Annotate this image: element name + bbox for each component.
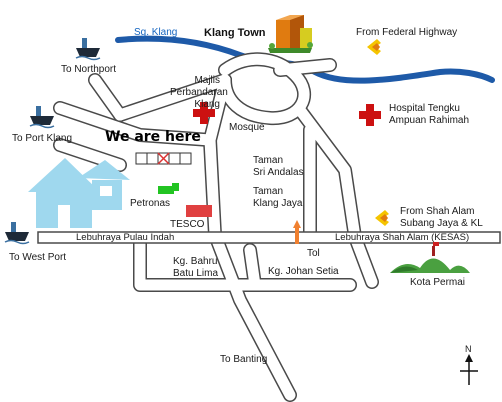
toll-arrow-icon xyxy=(293,220,301,228)
banting-label: To Banting xyxy=(220,354,268,365)
taman-klang-jaya-label: Taman Klang Jaya xyxy=(253,186,303,209)
port-klang-label: To Port Klang xyxy=(12,133,73,144)
shah-alam-arrow-icon xyxy=(375,210,389,226)
north-label: N xyxy=(465,344,472,354)
westport-ship-icon xyxy=(4,222,30,245)
north-arrow-icon xyxy=(460,354,478,385)
river-label: Sg. Klang xyxy=(134,27,178,38)
kg-johan-setia-label: Kg. Johan Setia xyxy=(268,266,339,277)
roads-fill xyxy=(54,53,378,401)
west-port-label: To West Port xyxy=(9,252,67,263)
petronas-label: Petronas xyxy=(130,198,171,209)
majlis-label: Majlis Perbandaran Klang xyxy=(170,51,228,123)
kota-permai-hills-icon xyxy=(390,242,470,273)
klang-town-label: Klang Town xyxy=(204,27,266,39)
kg-bahru-label: Kg. Bahru Batu Lima xyxy=(173,256,219,279)
mosque-label: Mosque xyxy=(229,122,265,133)
klang-town-building-icon xyxy=(268,15,313,53)
federal-arrow-icon xyxy=(367,39,381,55)
northport-ship-icon xyxy=(75,38,101,61)
taman-sri-andalas-label: Taman Sri Andalas xyxy=(253,155,304,178)
hospital-cross-icon xyxy=(193,102,215,124)
house-icon xyxy=(28,158,130,228)
kesas-highway-label: Lebuhraya Shah Alam (KESAS) xyxy=(335,232,470,243)
hospital-label: Hospital Tengku Ampuan Rahimah xyxy=(389,103,470,126)
portklang-ship-icon xyxy=(29,106,55,129)
toll-label: Tol xyxy=(307,248,320,259)
highway-road xyxy=(37,231,501,244)
pulau-indah-highway-label: Lebuhraya Pulau Indah xyxy=(76,232,175,243)
federal-highway-label: From Federal Highway xyxy=(356,27,458,38)
northport-label: To Northport xyxy=(61,64,117,75)
shah-alam-label: From Shah Alam Subang Jaya & KL xyxy=(400,206,483,229)
we-are-here-label: We are here xyxy=(105,129,201,145)
majlis-label-text: Majlis Perbandaran Klang xyxy=(170,75,228,110)
petronas-marker xyxy=(158,183,179,194)
kota-permai-label: Kota Permai xyxy=(410,277,466,288)
tesco-label: TESCO xyxy=(170,219,205,230)
hospital-tengku-cross-icon xyxy=(359,104,381,126)
we-are-here-marker xyxy=(135,152,192,165)
tesco-marker xyxy=(186,205,212,217)
